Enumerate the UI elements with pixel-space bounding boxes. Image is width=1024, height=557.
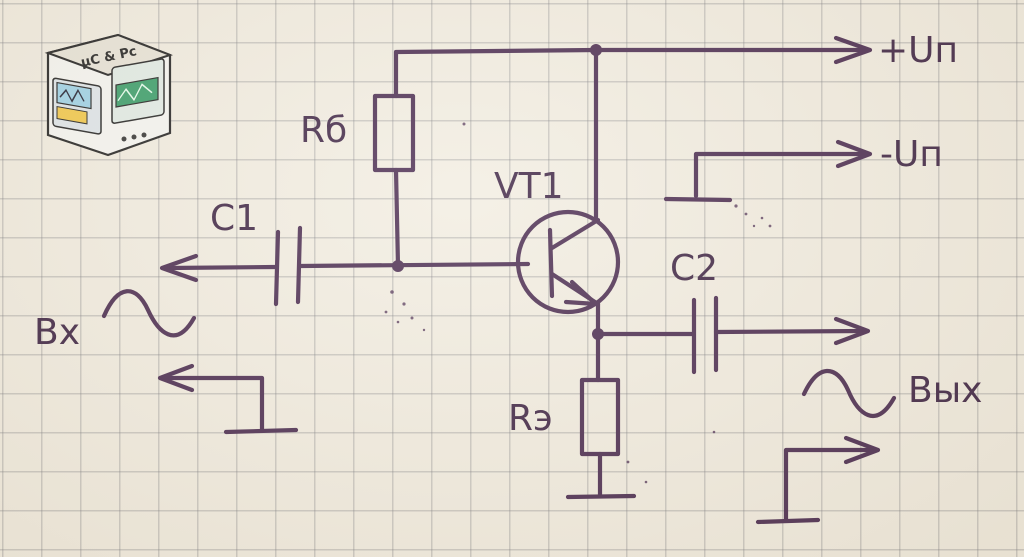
label-output: Вых	[908, 370, 982, 411]
label-positive-supply: +Uп	[878, 30, 958, 71]
negative-rail	[663, 139, 873, 203]
output-branch	[592, 295, 871, 375]
input-ground	[157, 363, 299, 435]
label-emitter-resistor: Rэ	[508, 398, 553, 439]
output-ground	[755, 435, 881, 525]
label-input: Вх	[34, 312, 80, 353]
ink-specks	[384, 122, 772, 484]
label-base-resistor: Rб	[300, 110, 347, 151]
transistor-vt1	[515, 47, 621, 315]
label-output-capacitor: C2	[670, 248, 718, 289]
label-negative-supply: -Uп	[880, 134, 943, 175]
input-sine-icon	[101, 289, 197, 338]
input-branch	[159, 225, 531, 307]
logo-badge: μC & Pc	[44, 33, 174, 157]
base-resistor	[372, 93, 416, 269]
output-sine-icon	[801, 368, 897, 418]
positive-rail	[393, 35, 873, 99]
label-transistor: VT1	[494, 166, 564, 207]
label-input-capacitor: C1	[210, 198, 258, 239]
emitter-resistor	[565, 331, 637, 500]
